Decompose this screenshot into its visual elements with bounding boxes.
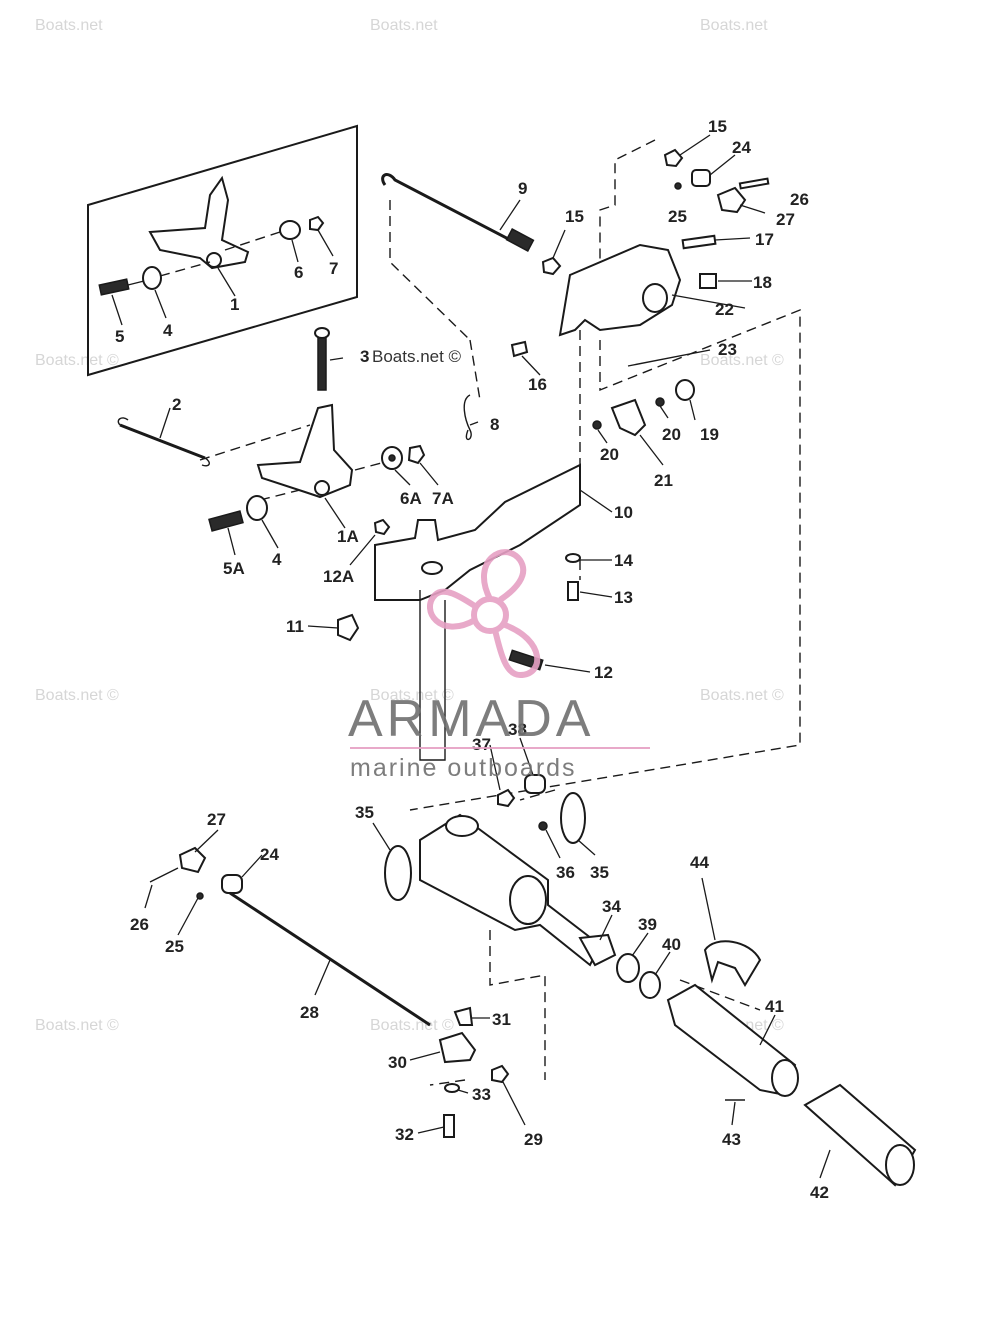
parts-lower [149, 774, 917, 1187]
part-label: 31 [492, 1010, 511, 1029]
part-label: 15 [708, 117, 727, 136]
part-label: 4 [163, 321, 173, 340]
watermark-text: Boats.net © [700, 687, 784, 704]
watermark-layer: Boats.net Boats.net Boats.net Boats.net … [35, 17, 784, 1034]
part-label: 2 [172, 395, 181, 414]
part-label: 10 [614, 503, 633, 522]
watermark-text: Boats.net © [372, 347, 462, 366]
watermark-text: Boats.net © [370, 1017, 454, 1034]
brand-tagline: marine outboards [350, 754, 577, 782]
part-label: 27 [776, 210, 795, 229]
watermark-text: Boats.net [370, 17, 438, 34]
assembly-lines [199, 139, 801, 1086]
part-label: 1 [230, 295, 239, 314]
part-label: 35 [355, 803, 374, 822]
watermark-text: Boats.net © [370, 687, 454, 704]
part-label: 32 [395, 1125, 414, 1144]
spring-part [314, 327, 330, 391]
part-label: 39 [638, 915, 657, 934]
part-label: 7 [329, 259, 338, 278]
part-label: 30 [388, 1053, 407, 1072]
part-label: 38 [508, 720, 527, 739]
leader-lines [111, 134, 831, 1179]
part-label: 22 [715, 300, 734, 319]
part-label: 27 [207, 810, 226, 829]
brand-logo: ARMADA marine outboards [348, 549, 650, 782]
part-label: 18 [753, 273, 772, 292]
part-label: 29 [524, 1130, 543, 1149]
part-label: 14 [614, 551, 633, 570]
part-label: 40 [662, 935, 681, 954]
inset-panel [87, 124, 358, 377]
watermark-text: Boats.net © [35, 1017, 119, 1034]
part-label: 9 [518, 179, 527, 198]
brand-name: ARMADA [348, 690, 594, 748]
part-label: 24 [260, 845, 279, 864]
part-label: 25 [165, 937, 184, 956]
watermark-text: Boats.net [700, 17, 768, 34]
part-label: 5 [115, 327, 124, 346]
watermark-text: Boats.net © [35, 687, 119, 704]
propeller-icon [427, 549, 541, 679]
watermark-text: Boats.net © [35, 352, 119, 369]
part-label: 8 [490, 415, 499, 434]
part-label: 42 [810, 1183, 829, 1202]
part-label: 37 [472, 735, 491, 754]
part-label: 36 [556, 863, 575, 882]
part-label: 6 [294, 263, 303, 282]
watermark-text: Boats.net © [700, 352, 784, 369]
part-labels: 1 1A 2 3 4 4 5 5A 6 6A 7 7A 8 9 10 11 12… [115, 117, 829, 1202]
part-label: 26 [790, 190, 809, 209]
part-label: 44 [690, 853, 709, 872]
part-label: 4 [272, 550, 282, 569]
part-label: 6A [400, 489, 422, 508]
parts-upper [117, 148, 770, 761]
part-label: 3 [360, 347, 369, 366]
part-label: 12A [323, 567, 354, 586]
part-label: 24 [732, 138, 751, 157]
part-label: 20 [600, 445, 619, 464]
part-label: 33 [472, 1085, 491, 1104]
part-label: 17 [755, 230, 774, 249]
part-label: 35 [590, 863, 609, 882]
part-label: 34 [602, 897, 621, 916]
part-label: 5A [223, 559, 245, 578]
part-label: 19 [700, 425, 719, 444]
part-label: 1A [337, 527, 359, 546]
part-label: 11 [286, 617, 304, 636]
part-label: 7A [432, 489, 454, 508]
part-label: 16 [528, 375, 547, 394]
part-label: 28 [300, 1003, 319, 1022]
part-label: 20 [662, 425, 681, 444]
part-label: 43 [722, 1130, 741, 1149]
part-label: 15 [565, 207, 584, 226]
part-label: 12 [594, 663, 613, 682]
part-label: 26 [130, 915, 149, 934]
part-label: 21 [654, 471, 673, 490]
part-label: 13 [614, 588, 633, 607]
watermark-text: Boats.net [35, 17, 103, 34]
part-label: 25 [668, 207, 687, 226]
part-label: 23 [718, 340, 737, 359]
part-label: 41 [765, 997, 784, 1016]
